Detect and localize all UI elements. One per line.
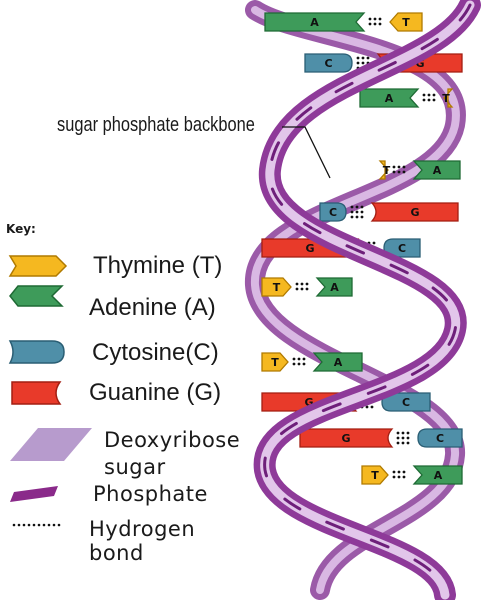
base-T-right — [443, 88, 454, 108]
base-letter: C — [329, 206, 337, 219]
hydrogen-bond — [396, 431, 410, 445]
base-A-left — [359, 88, 420, 108]
base-T-right — [389, 12, 423, 32]
base-letter: G — [415, 57, 424, 70]
base-letter: C — [436, 432, 444, 445]
base-letter: A — [334, 356, 343, 369]
thymine-label: Thymine (T) — [93, 252, 223, 279]
base-A-right — [412, 160, 461, 180]
base-G-left — [299, 428, 394, 448]
hydrogen-bond — [295, 282, 309, 291]
base-letter: C — [398, 242, 406, 255]
deoxyribose-key-icon — [10, 428, 92, 461]
hydrogen-label-line2: bond — [89, 541, 144, 565]
hydrogen-bond — [368, 17, 382, 26]
base-A-right — [412, 465, 463, 485]
phosphate-label: Phosphate — [93, 482, 208, 506]
cytosine-label: Cytosine(C) — [92, 339, 219, 366]
base-letter: T — [271, 356, 279, 369]
base-letter: T — [273, 281, 281, 294]
base-T-left — [261, 277, 292, 297]
base-T-left — [378, 160, 389, 180]
base-letter: T — [442, 92, 450, 105]
base-letter: T — [402, 16, 410, 29]
backbone-pointer-line — [282, 126, 331, 179]
base-G-right — [370, 202, 459, 222]
base-T-left — [361, 465, 389, 485]
guanine-label: Guanine (G) — [89, 379, 222, 406]
backbone-annotation: sugar phosphate backbone — [57, 114, 255, 136]
adenine-label: Adenine (A) — [89, 294, 216, 321]
base-letter: C — [402, 396, 410, 409]
phosphate-key-icon — [10, 486, 58, 502]
base-letter: G — [341, 432, 350, 445]
base-letter: G — [304, 396, 313, 409]
base-T-left — [261, 352, 289, 372]
base-letter: A — [310, 16, 319, 29]
base-A-right — [315, 277, 353, 297]
key-title: Key: — [6, 222, 36, 236]
legend-shapes — [8, 255, 92, 527]
base-letter: A — [385, 92, 394, 105]
base-C-left — [319, 202, 347, 222]
hydrogen-bond — [292, 357, 306, 366]
guanine-key-icon — [11, 381, 62, 405]
hydrogen-label-line1: Hydrogen — [89, 517, 196, 541]
base-letter: G — [410, 206, 419, 219]
base-A-left — [264, 12, 366, 32]
hydrogen-bond — [392, 470, 406, 479]
base-letter: T — [371, 469, 379, 482]
base-letter: A — [434, 469, 443, 482]
base-C-right — [417, 428, 463, 448]
base-A-right — [312, 352, 363, 372]
cytosine-key-icon — [8, 340, 65, 364]
hydrogen-bond-key-icon — [12, 523, 61, 527]
deoxyribose-label-line2: sugar — [104, 455, 166, 479]
adenine-key-icon — [9, 285, 64, 307]
thymine-key-icon — [8, 255, 68, 277]
hydrogen-bond — [350, 205, 364, 219]
base-letter: A — [433, 164, 442, 177]
base-letter: C — [324, 57, 332, 70]
base-C-left — [304, 53, 353, 73]
deoxyribose-label-line1: Deoxyribose — [104, 428, 241, 452]
base-letter: G — [305, 242, 314, 255]
hydrogen-bond — [392, 165, 406, 174]
base-letter: T — [383, 164, 391, 177]
hydrogen-bond — [422, 93, 436, 102]
base-letter: A — [330, 281, 339, 294]
